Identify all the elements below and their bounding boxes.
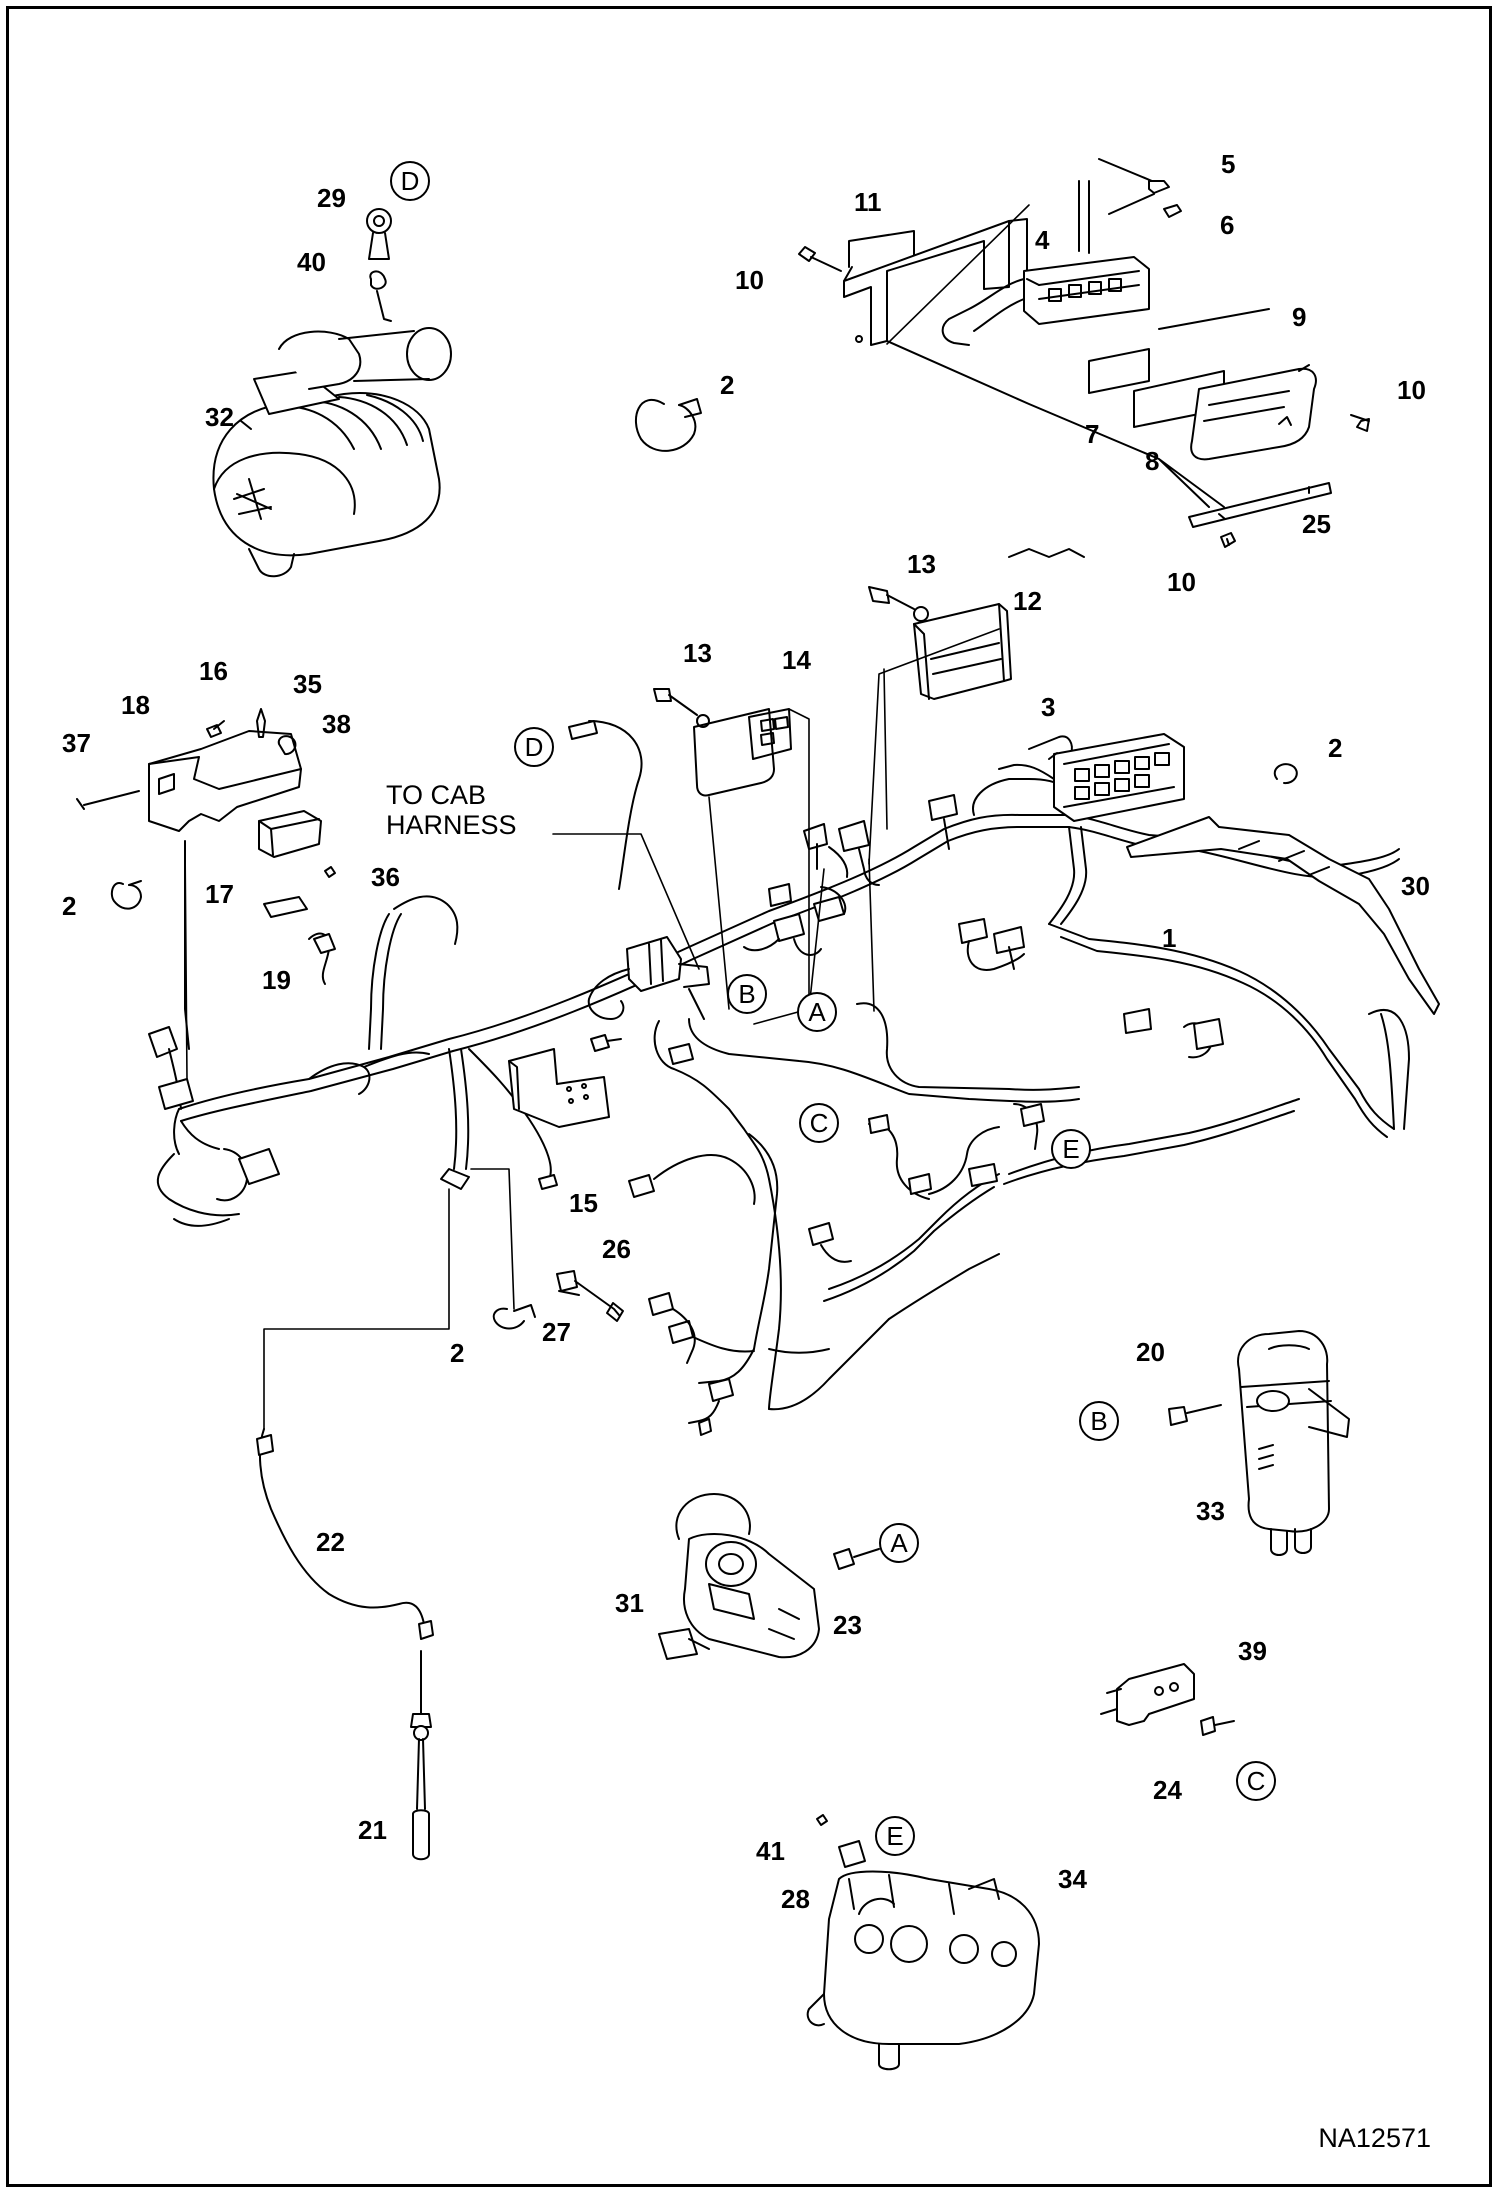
callout-26: 26: [602, 1234, 631, 1264]
callout-29: 29: [317, 183, 346, 213]
fuse-relay-panel-assembly: [798, 158, 1370, 548]
leader-lines: [184, 180, 1080, 1430]
callout-40: 40: [297, 247, 326, 277]
callout-11: 11: [854, 187, 882, 217]
connector-ref-b: B: [1079, 1401, 1119, 1441]
callout-18: 18: [121, 690, 150, 720]
callout-6: 6: [1220, 210, 1235, 240]
callout-10: 10: [735, 265, 764, 295]
callout-3: 3: [1041, 692, 1056, 722]
callout-10: 10: [1397, 375, 1426, 405]
wiring-harness-drawing: [76, 158, 1440, 2071]
callout-14: 14: [782, 645, 811, 675]
callout-24: 24: [1153, 1775, 1182, 1805]
callout-2: 2: [62, 891, 77, 921]
note-line-2: HARNESS: [386, 810, 517, 841]
callout-21: 21: [358, 1815, 387, 1845]
callout-9: 9: [1292, 302, 1307, 332]
callout-2: 2: [450, 1338, 465, 1368]
callout-23: 23: [833, 1610, 862, 1640]
callout-13: 13: [683, 638, 712, 668]
callout-10: 10: [1167, 567, 1196, 597]
callout-22: 22: [316, 1527, 345, 1557]
callout-41: 41: [756, 1836, 785, 1866]
callout-31: 31: [615, 1588, 644, 1618]
connector-ref-e: E: [1051, 1129, 1091, 1169]
callout-5: 5: [1221, 149, 1236, 179]
to-cab-harness-note: TO CAB HARNESS: [386, 780, 517, 840]
note-line-1: TO CAB: [386, 780, 487, 810]
hose-clamp-2-top: [634, 398, 702, 452]
callout-34: 34: [1058, 1864, 1087, 1894]
callout-35: 35: [293, 669, 322, 699]
connector-ref-c: C: [799, 1103, 839, 1143]
callout-20: 20: [1136, 1337, 1165, 1367]
callout-4: 4: [1035, 225, 1050, 255]
callout-39: 39: [1238, 1636, 1267, 1666]
callout-8: 8: [1145, 446, 1160, 476]
air-cleaner-assembly: [212, 208, 452, 578]
callout-2: 2: [720, 370, 735, 400]
callout-28: 28: [781, 1884, 810, 1914]
callout-32: 32: [205, 402, 234, 432]
callout-16: 16: [199, 656, 228, 686]
callout-19: 19: [262, 965, 291, 995]
callout-7: 7: [1085, 419, 1100, 449]
callout-30: 30: [1401, 871, 1430, 901]
control-modules: [653, 586, 1012, 797]
main-harness: [148, 416, 1440, 2071]
connector-ref-d: D: [514, 727, 554, 767]
connector-ref-a: A: [797, 992, 837, 1032]
callout-33: 33: [1196, 1496, 1225, 1526]
callout-17: 17: [205, 879, 234, 909]
connector-ref-a: A: [879, 1523, 919, 1563]
callout-27: 27: [542, 1317, 571, 1347]
connector-ref-c: C: [1236, 1761, 1276, 1801]
callout-15: 15: [569, 1188, 598, 1218]
connector-ref-e: E: [875, 1816, 915, 1856]
callout-36: 36: [371, 862, 400, 892]
callout-12: 12: [1013, 586, 1042, 616]
callout-13: 13: [907, 549, 936, 579]
callout-25: 25: [1302, 509, 1331, 539]
connector-ref-b: B: [727, 974, 767, 1014]
figure-id: NA12571: [1318, 2123, 1431, 2153]
callout-37: 37: [62, 728, 91, 758]
callout-2: 2: [1328, 733, 1343, 763]
mounting-bracket-assembly: [76, 708, 336, 1050]
connector-ref-d: D: [390, 161, 430, 201]
callout-38: 38: [322, 709, 351, 739]
callout-1: 1: [1162, 923, 1177, 953]
parts-diagram-page: 1 2 2 2 2 2 3 4 5 6 7 8 9 10 10 10 11 12…: [6, 6, 1492, 2187]
